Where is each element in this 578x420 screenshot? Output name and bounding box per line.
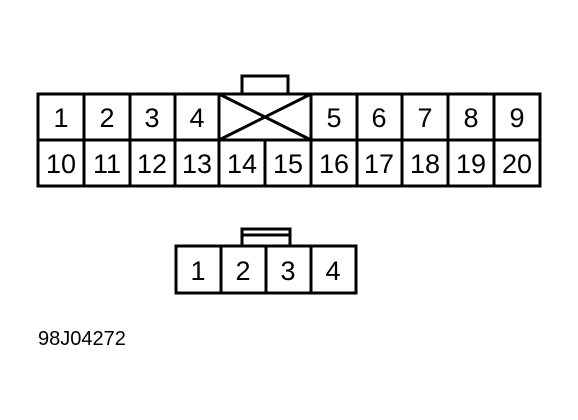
connector-20pin-top-dividers [82, 94, 496, 140]
connector-20pin: 1 2 3 4 5 6 7 8 9 10 11 12 13 14 15 16 1… [36, 74, 542, 188]
pin-label: 12 [137, 149, 167, 179]
pin-label: 9 [509, 103, 524, 133]
pin-label: 4 [325, 256, 340, 286]
pin-label: 15 [273, 149, 303, 179]
pin-label: 10 [46, 149, 76, 179]
pin-label: 2 [99, 103, 114, 133]
pin-label: 16 [319, 149, 349, 179]
pin-label: 1 [190, 256, 205, 286]
connector-4pin-lock-tab [240, 227, 292, 248]
pin-label: 3 [280, 256, 295, 286]
connector-4pin: 1 2 3 4 [174, 227, 358, 295]
connector-4pin-labels: 1 2 3 4 [190, 256, 340, 286]
pin-label: 13 [182, 149, 212, 179]
pin-label: 11 [93, 149, 121, 179]
pin-label: 8 [463, 103, 478, 133]
pin-label: 7 [417, 103, 432, 133]
connector-20pin-lock-tab [240, 74, 290, 96]
pin-label: 17 [364, 149, 394, 179]
connector-20pin-bottom-labels: 10 11 12 13 14 15 16 17 18 19 20 [46, 149, 532, 179]
pin-label: 3 [144, 103, 159, 133]
connector-20pin-bottom-dividers [82, 140, 496, 186]
pin-label: 14 [227, 149, 257, 179]
connector-4pin-dividers [219, 246, 313, 293]
pin-label: 4 [189, 103, 204, 133]
blank-cavity-x-mark [218, 92, 312, 142]
pin-label: 19 [456, 149, 486, 179]
reference-code: 98J04272 [38, 328, 126, 350]
connector-20pin-top-labels: 1 2 3 4 5 6 7 8 9 [53, 103, 524, 133]
pin-label: 5 [326, 103, 341, 133]
pin-label: 20 [502, 149, 532, 179]
pin-label: 2 [235, 256, 250, 286]
pin-label: 1 [53, 103, 68, 133]
pin-label: 18 [410, 149, 440, 179]
pin-label: 6 [371, 103, 386, 133]
